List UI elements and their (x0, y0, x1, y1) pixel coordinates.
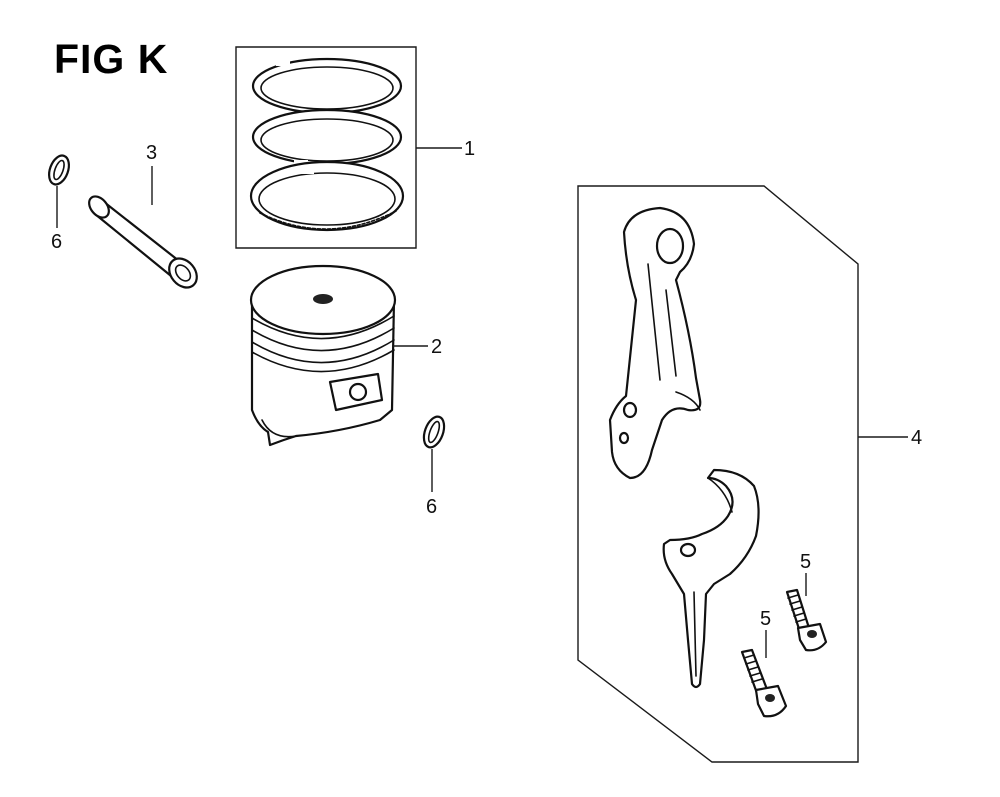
piston (249, 264, 397, 447)
callout-rod-bolt-lower: 5 (760, 608, 772, 630)
callout-rod-bolt-upper: 5 (800, 551, 812, 573)
connecting-rod-cap (662, 468, 760, 689)
ring-set-frame (235, 46, 417, 249)
piston-ring-second (251, 108, 403, 168)
callout-piston-pin: 3 (146, 142, 158, 164)
callout-connecting-rod-set: 4 (911, 427, 923, 449)
piston-ring-top (251, 57, 403, 115)
piston-pin-clip-left (48, 154, 70, 186)
callout-pin-clip-left: 6 (51, 231, 63, 253)
piston-pin (88, 195, 198, 289)
connecting-rod (608, 206, 702, 480)
piston-pin-clip-right (422, 415, 446, 449)
callout-pin-clip-right: 6 (426, 496, 438, 518)
callout-piston: 2 (431, 336, 443, 358)
callout-ring-set: 1 (464, 138, 476, 160)
connecting-rod-frame (577, 185, 859, 763)
connecting-rod-bolt-upper (785, 588, 828, 652)
figure-title: FIG K (54, 36, 169, 82)
piston-ring-oil (249, 160, 405, 232)
connecting-rod-bolt-lower (740, 648, 788, 718)
